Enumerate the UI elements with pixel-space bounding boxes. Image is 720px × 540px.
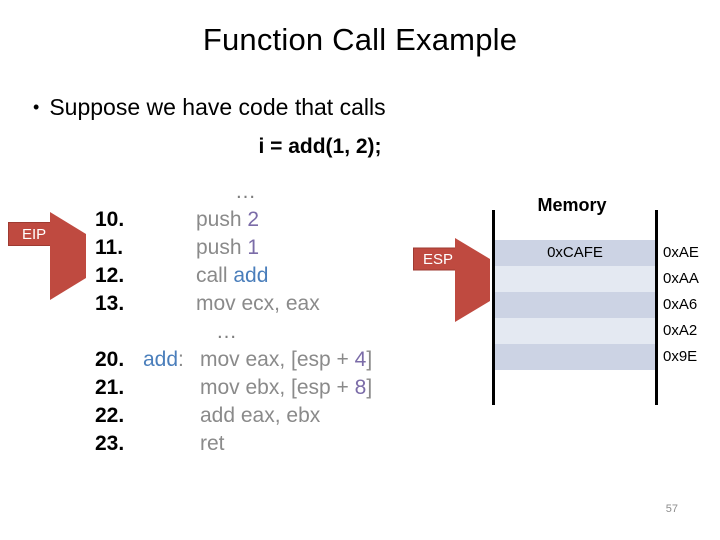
instruction: mov eax, [esp + 4]	[200, 348, 373, 371]
listing-row: 10. push 2	[0, 206, 470, 234]
memory-address: 0xA6	[663, 296, 698, 313]
listing-row: 23. ret	[0, 430, 470, 458]
esp-label: ESP	[423, 250, 454, 268]
memory-left-border	[492, 210, 495, 405]
instruction: push 2	[196, 208, 260, 231]
instruction: push 1	[196, 236, 260, 259]
memory-cell-list: 0xCAFE	[495, 240, 655, 370]
ellipsis-mid: …	[216, 320, 238, 343]
memory-address-list: 0xAE 0xAA 0xA6 0xA2 0x9E	[663, 240, 720, 370]
eip-label: EIP	[22, 225, 47, 243]
instruction: mov ecx, eax	[196, 292, 320, 315]
listing-ellipsis-row: …	[0, 178, 470, 206]
memory-cell: 0xCAFE	[495, 240, 655, 266]
line-number: 21.	[95, 376, 125, 399]
bullet-marker-icon: •	[33, 97, 40, 117]
memory-address: 0xA2	[663, 322, 698, 339]
listing-row: 20. add: mov eax, [esp + 4]	[0, 346, 470, 374]
eip-arrow-head-icon	[50, 212, 86, 300]
line-number: 20.	[95, 348, 125, 371]
esp-arrow-head-icon	[455, 238, 490, 322]
instruction: ret	[200, 432, 225, 455]
assembly-listing: … 10. push 2 11. push 1 12. call add 13.…	[0, 178, 470, 458]
memory-cell	[495, 266, 655, 292]
line-number: 22.	[95, 404, 125, 427]
slide-number: 57	[665, 503, 678, 515]
listing-row: 11. push 1	[0, 234, 470, 262]
line-number: 12.	[95, 264, 125, 287]
memory-address: 0x9E	[663, 348, 698, 365]
memory-cell	[495, 292, 655, 318]
function-label: add:	[143, 348, 184, 371]
memory-cell	[495, 344, 655, 370]
line-number: 11.	[95, 236, 124, 259]
bullet-text: Suppose we have code that calls	[49, 94, 386, 120]
eip-pointer-arrow: EIP	[8, 212, 86, 300]
memory-address: 0xAA	[663, 270, 699, 287]
memory-address: 0xAE	[663, 244, 699, 261]
page-title: Function Call Example	[202, 22, 518, 57]
instruction: add eax, ebx	[200, 404, 321, 427]
listing-row: 21. mov ebx, [esp + 8]	[0, 374, 470, 402]
ellipsis-top: …	[235, 180, 257, 203]
call-expression: i = add(1, 2);	[258, 135, 382, 158]
bullet-item: • Suppose we have code that calls	[33, 92, 593, 122]
line-number: 10.	[95, 208, 125, 231]
listing-row: 12. call add	[0, 262, 470, 290]
memory-diagram: Memory 0xCAFE 0xAE 0xAA 0xA6 0xA2 0x9E	[470, 195, 720, 410]
memory-title: Memory	[537, 195, 607, 215]
listing-row: 13. mov ecx, eax	[0, 290, 470, 318]
listing-ellipsis-row: …	[0, 318, 470, 346]
listing-row: 22. add eax, ebx	[0, 402, 470, 430]
line-number: 23.	[95, 432, 125, 455]
instruction: call add	[196, 264, 269, 287]
instruction: mov ebx, [esp + 8]	[200, 376, 373, 399]
line-number: 13.	[95, 292, 125, 315]
eip-arrow-shaft	[8, 222, 58, 246]
esp-pointer-arrow: ESP	[413, 238, 491, 322]
memory-right-border	[655, 210, 658, 405]
memory-cell	[495, 318, 655, 344]
